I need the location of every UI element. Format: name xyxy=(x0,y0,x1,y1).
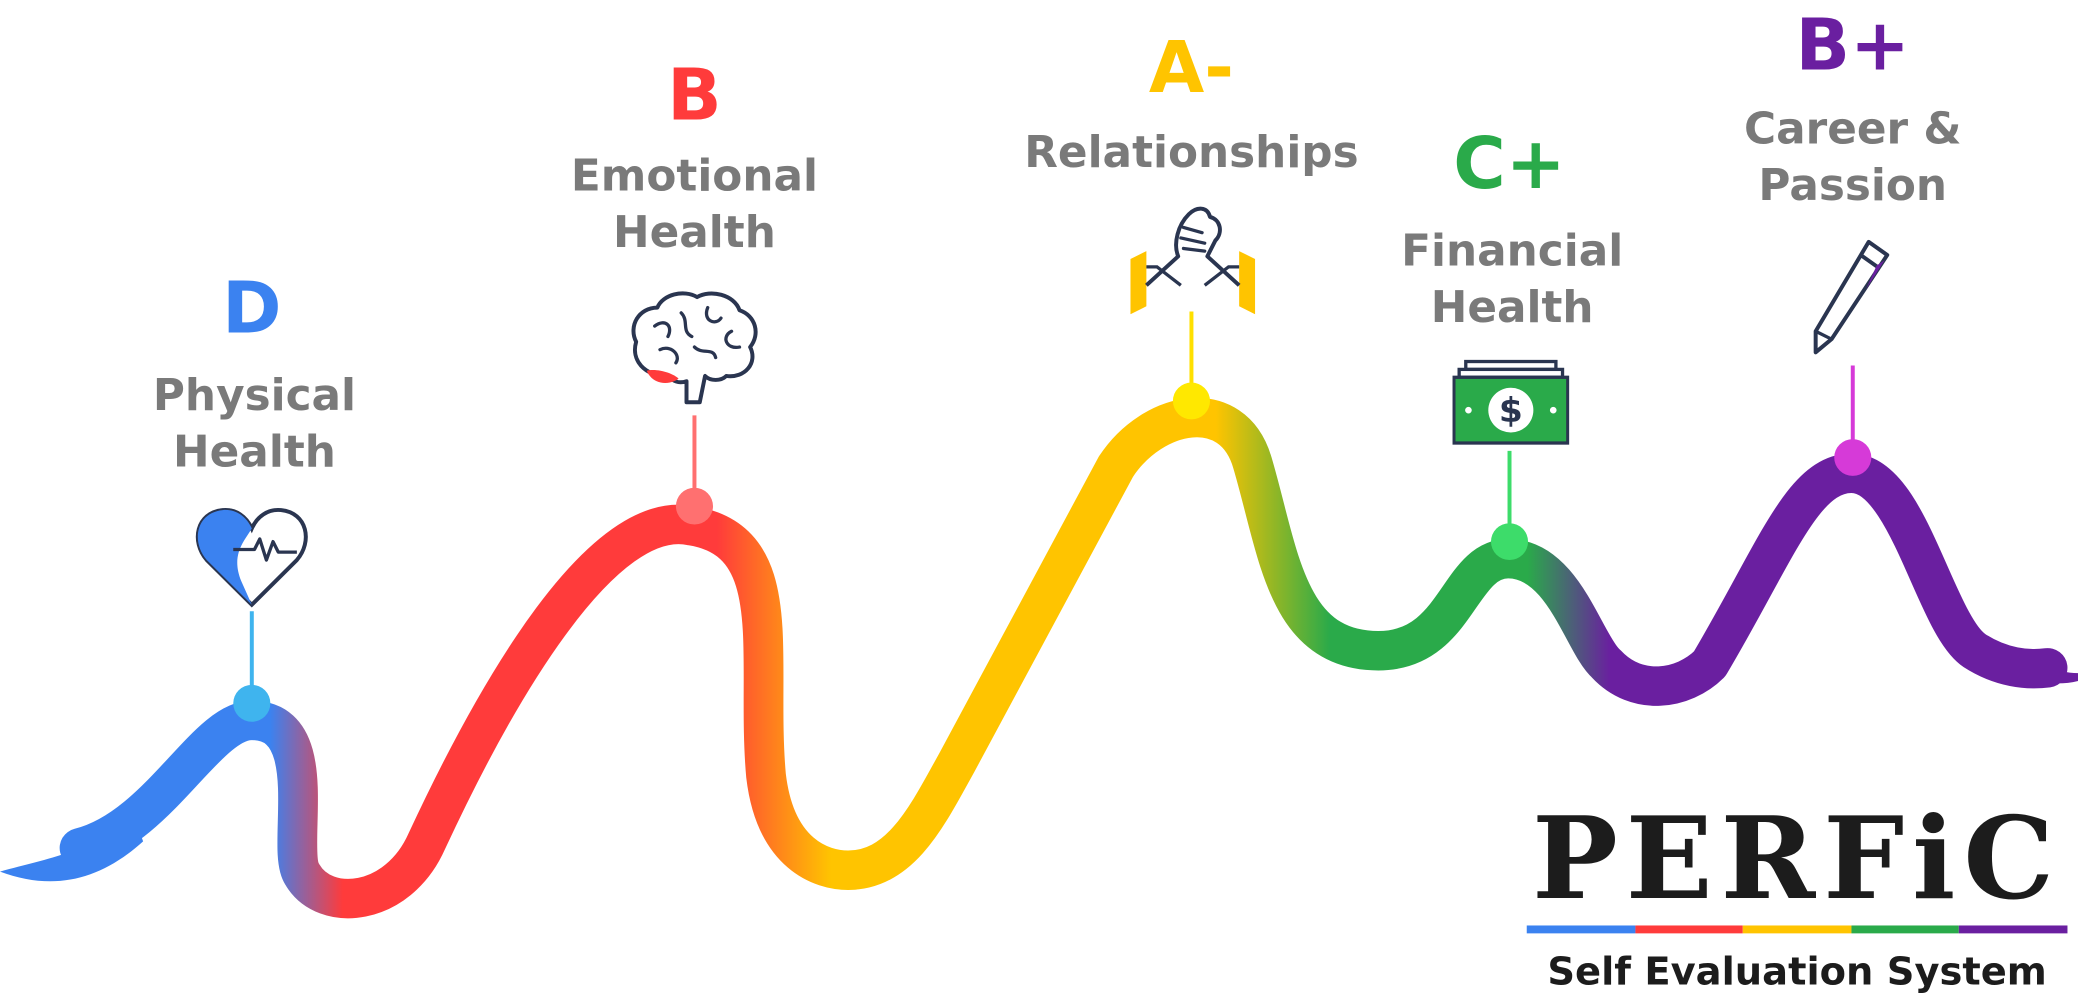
grade-relationships: A- xyxy=(1148,26,1234,110)
brand-block: PERFiC Self Evaluation System xyxy=(1521,792,2072,994)
money-stack-icon: $ xyxy=(1452,359,1570,445)
grade-financial: C+ xyxy=(1453,122,1566,206)
node-relationships xyxy=(1172,382,1210,420)
brand-bar-segment xyxy=(1526,925,1635,934)
brand-bar-segment xyxy=(1743,925,1852,934)
brain-icon xyxy=(631,291,758,405)
label-relationships: Relationships xyxy=(1024,126,1359,178)
brand-bar-segment xyxy=(1634,925,1744,934)
brand-color-bar xyxy=(1526,925,2068,934)
handshake-icon xyxy=(1130,206,1256,315)
heart-pulse-icon xyxy=(195,508,308,608)
brand-title: PERFiC xyxy=(1532,792,2063,926)
pencil-icon xyxy=(1813,239,1890,355)
brand-bar-segment xyxy=(1959,925,2068,934)
brand-subtitle: Self Evaluation System xyxy=(1547,949,2047,994)
grade-emotional: B xyxy=(667,53,722,137)
brand-bar-segment xyxy=(1851,925,1960,934)
label-career: Career & Passion xyxy=(1744,102,1962,211)
grade-career: B+ xyxy=(1795,3,1911,87)
label-emotional: Emotional Health xyxy=(570,149,818,258)
node-financial xyxy=(1490,523,1529,561)
node-emotional xyxy=(675,487,714,525)
svg-text:$: $ xyxy=(1499,391,1523,431)
label-physical: Physical Health xyxy=(152,369,357,478)
label-financial: Financial Health xyxy=(1401,224,1624,333)
node-physical xyxy=(233,684,271,722)
grade-physical: D xyxy=(222,266,282,350)
wave-path xyxy=(59,397,2068,919)
node-career xyxy=(1834,439,1872,476)
